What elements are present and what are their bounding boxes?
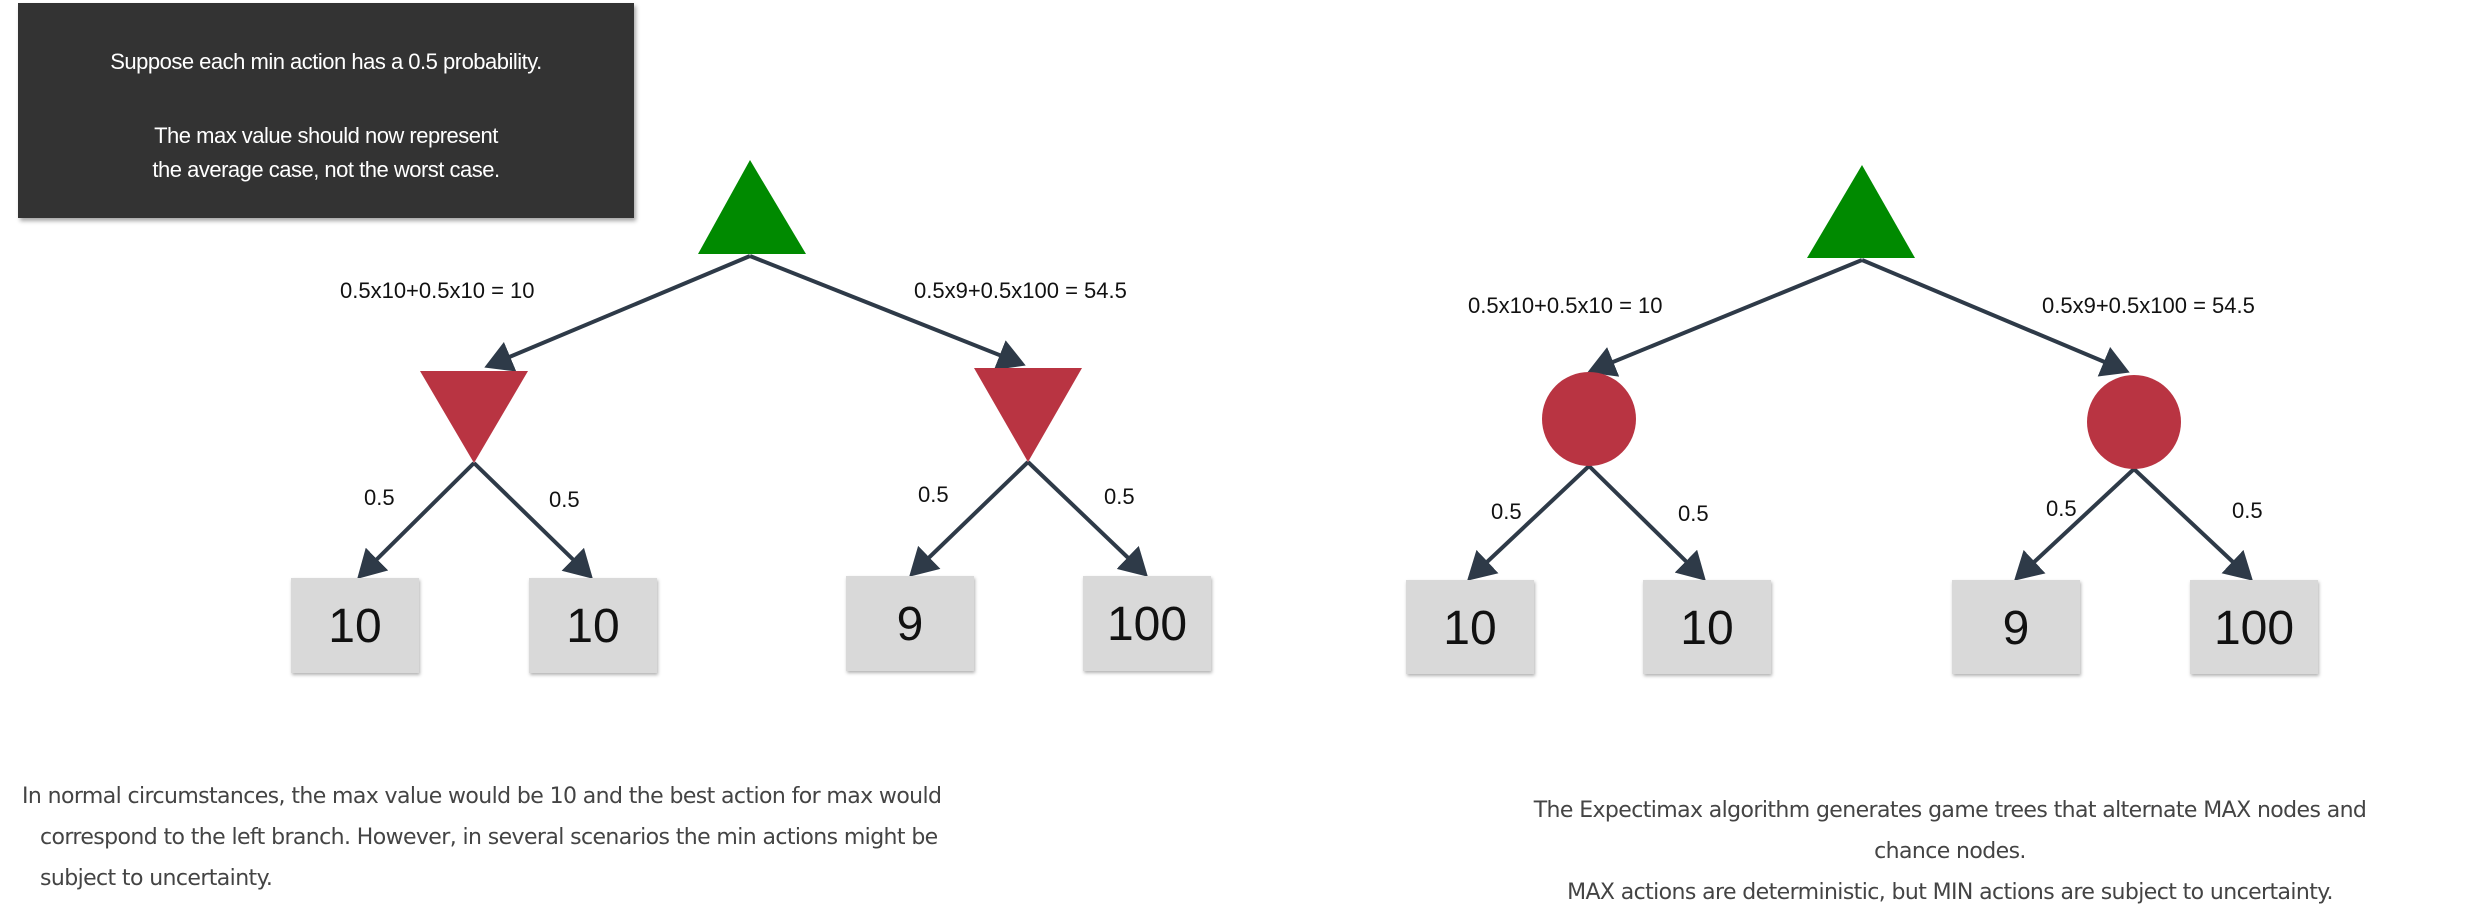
probability-label: 0.5	[1491, 499, 1522, 524]
leaf-node	[291, 578, 419, 673]
probability-label: 0.5	[364, 485, 395, 510]
leaf-value: 10	[1443, 602, 1496, 655]
edge-chance-right-leaf3	[2014, 467, 2136, 581]
edge-chance-left-leaf2	[1587, 464, 1706, 581]
edge-root-right	[1861, 258, 2130, 377]
right-caption: The Expectimax algorithm generates game …	[1360, 790, 2479, 913]
leaf-node	[1952, 580, 2080, 674]
edge-root-left	[1587, 258, 1863, 377]
note-line: the average case, not the worst case.	[152, 157, 500, 182]
leaf-node	[846, 576, 974, 671]
note-line: The max value should now represent	[154, 123, 498, 148]
edge-root-left	[484, 254, 751, 372]
max-node-triangle	[1807, 165, 1915, 258]
probability-label: 0.5	[1104, 484, 1135, 509]
edge-min-right-leaf3	[909, 460, 1030, 577]
caption-line: subject to uncertainty.	[40, 866, 273, 891]
leaf-node	[1083, 576, 1211, 671]
leaf-value: 9	[2003, 602, 2030, 655]
leaf-value: 100	[2214, 602, 2294, 655]
edge-root-right	[749, 254, 1026, 371]
caption-line: In normal circumstances, the max value w…	[22, 784, 942, 809]
explanation-note-box: Suppose each min action has a 0.5 probab…	[18, 3, 634, 218]
edge-min-right-leaf4	[1026, 460, 1148, 577]
probability-label: 0.5	[2232, 498, 2263, 523]
edge-chance-left-leaf1	[1467, 464, 1591, 581]
edge-min-left-leaf2	[472, 461, 593, 579]
probability-label: 0.5	[549, 487, 580, 512]
probability-label: 0.5	[918, 482, 949, 507]
probability-label: 0.5	[1678, 501, 1709, 526]
leaf-value: 10	[328, 600, 381, 653]
leaf-value: 9	[897, 598, 924, 651]
leaf-value: 10	[1680, 602, 1733, 655]
left-caption: In normal circumstances, the max value w…	[22, 776, 1222, 899]
caption-line: The Expectimax algorithm generates game …	[1533, 798, 2367, 823]
leaf-node	[529, 578, 657, 673]
left-branch-value-label: 0.5x10+0.5x10 = 10	[1468, 293, 1663, 318]
edge-min-left-leaf1	[357, 461, 476, 579]
min-node-triangle-right	[974, 368, 1082, 462]
chance-node-circle-left	[1542, 372, 1636, 466]
edge-chance-right-leaf4	[2132, 467, 2253, 581]
caption-line: MAX actions are deterministic, but MIN a…	[1567, 880, 2333, 905]
caption-line: chance nodes.	[1874, 839, 2026, 864]
caption-line: correspond to the left branch. However, …	[40, 825, 938, 850]
leaf-value: 10	[566, 600, 619, 653]
leaf-node	[1643, 580, 1771, 674]
leaf-value: 100	[1107, 598, 1187, 651]
note-paragraph: The max value should now represent the a…	[18, 119, 634, 187]
right-branch-value-label: 0.5x9+0.5x100 = 54.5	[2042, 293, 2255, 318]
min-node-triangle-left	[420, 371, 528, 463]
probability-label: 0.5	[2046, 496, 2077, 521]
max-node-triangle	[698, 160, 806, 254]
left-branch-value-label: 0.5x10+0.5x10 = 10	[340, 278, 535, 303]
leaf-node	[2190, 580, 2318, 674]
chance-node-circle-right	[2087, 375, 2181, 469]
note-line: Suppose each min action has a 0.5 probab…	[110, 49, 542, 74]
leaf-node	[1406, 580, 1534, 674]
right-branch-value-label: 0.5x9+0.5x100 = 54.5	[914, 278, 1127, 303]
